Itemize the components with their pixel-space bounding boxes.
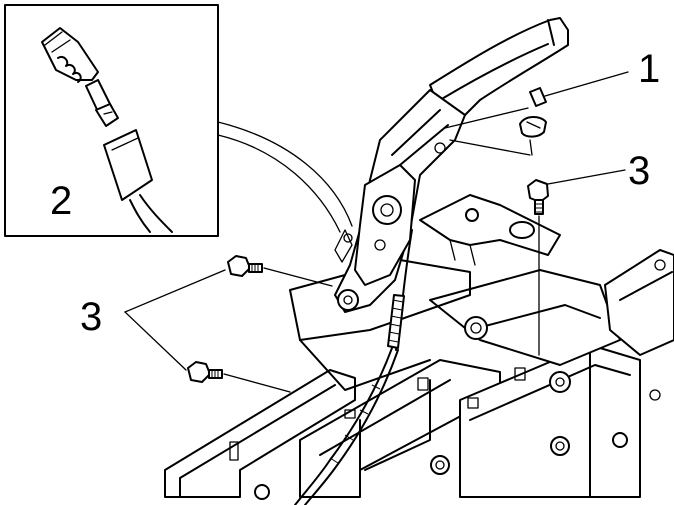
- callout-3-right: 3: [628, 149, 650, 193]
- detail-inset-part-2: 2: [4, 4, 219, 237]
- handbrake-lever: [334, 17, 569, 313]
- leader-lines: [124, 71, 629, 371]
- bolt-right-part-3: [527, 179, 549, 356]
- callout-2: 2: [50, 179, 72, 223]
- console-frame: [164, 249, 674, 500]
- lever-clip-part-1: [519, 87, 547, 156]
- callout-1: 1: [638, 47, 660, 91]
- bolt-left-upper-part-3: [227, 255, 333, 287]
- bolt-left-lower-part-3: [187, 361, 291, 393]
- callout-3-left: 3: [80, 295, 102, 339]
- lever-mounting-bracket: [419, 194, 561, 266]
- brake-cable: [294, 229, 413, 505]
